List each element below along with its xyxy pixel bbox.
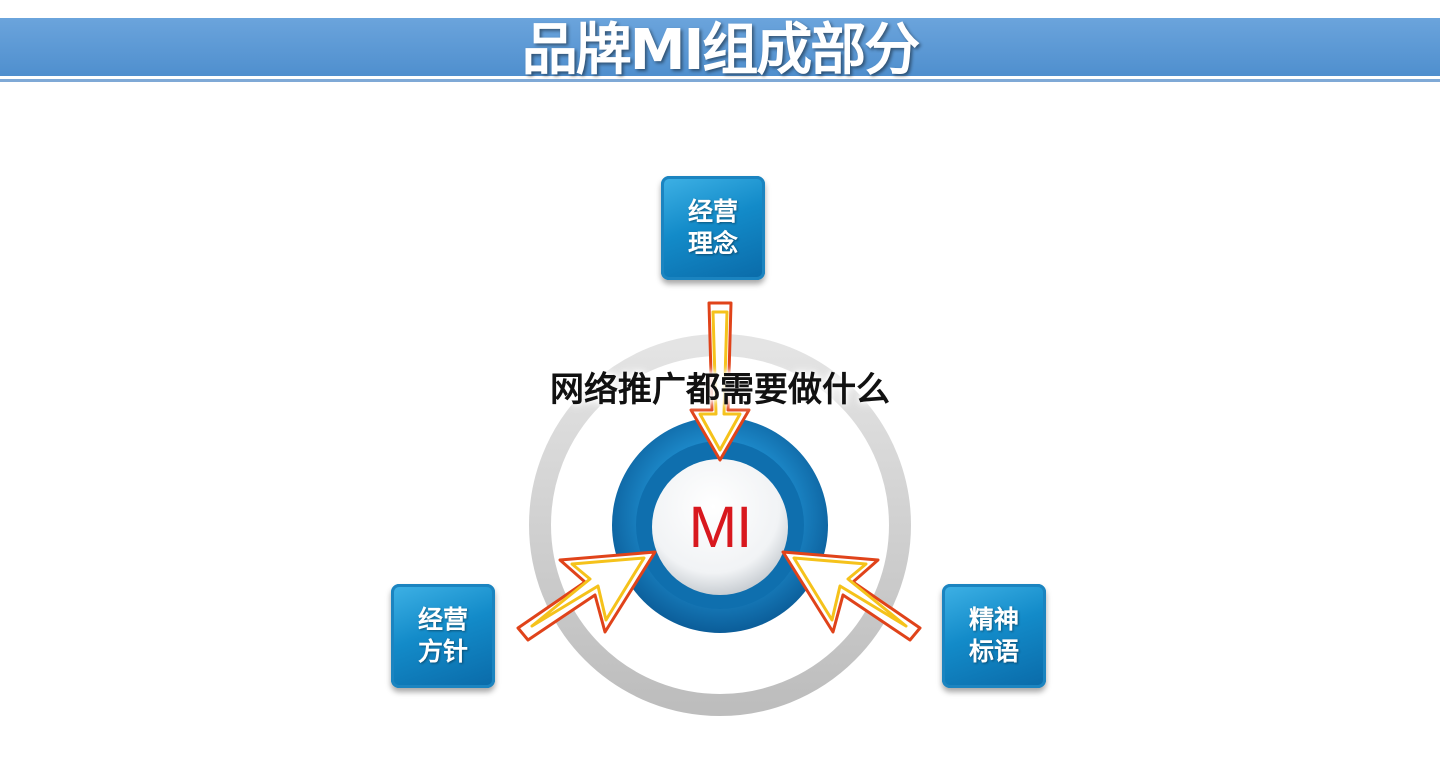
arrow-top bbox=[689, 301, 751, 462]
node-left-line1: 经营 bbox=[417, 605, 468, 634]
node-left-line2: 方针 bbox=[417, 637, 468, 666]
node-right-line2: 标语 bbox=[968, 637, 1019, 666]
node-left-label: 经营 方针 bbox=[413, 604, 473, 668]
header-underline bbox=[0, 79, 1440, 82]
center-label: MI bbox=[688, 495, 752, 560]
node-top: 经营 理念 bbox=[661, 176, 765, 280]
node-top-line1: 经营 bbox=[687, 197, 738, 226]
node-right-line1: 精神 bbox=[968, 605, 1019, 634]
overlay-title: 网络推广都需要做什么 bbox=[550, 370, 890, 410]
node-right: 精神 标语 bbox=[942, 584, 1046, 688]
node-top-line2: 理念 bbox=[687, 229, 738, 258]
header-bar bbox=[0, 18, 1440, 76]
arrow-right bbox=[781, 550, 922, 642]
node-top-label: 经营 理念 bbox=[683, 196, 743, 260]
center-core bbox=[652, 459, 788, 595]
node-right-label: 精神 标语 bbox=[964, 604, 1024, 668]
page-title: 品牌MI组成部分 bbox=[521, 18, 921, 83]
arrow-left bbox=[516, 550, 657, 642]
node-left: 经营 方针 bbox=[391, 584, 495, 688]
